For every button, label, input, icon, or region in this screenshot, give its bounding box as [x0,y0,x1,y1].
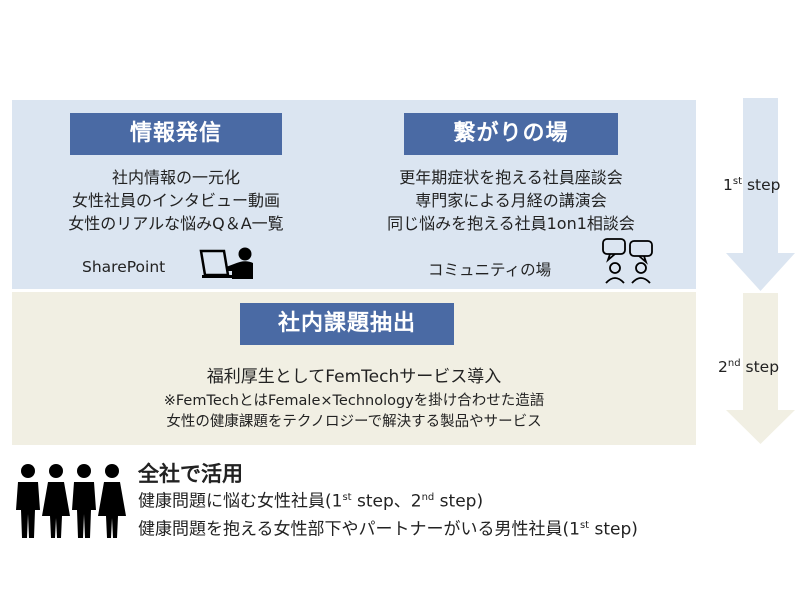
femtech-note: ※FemTechとはFemale×Technologyを掛け合わせた造語 女性の… [12,391,696,433]
step2-word: step [745,358,780,377]
info-line: 社内情報の一元化 [111,168,240,187]
step1-suffix: st [732,176,743,187]
company-wide-lines: 健康問題に悩む女性社員(1st step、2nd step) 健康問題を抱える女… [138,486,638,541]
step2-arrow [726,293,795,444]
step2-arrow-shape [726,293,795,444]
step2-suffix: nd [727,358,741,369]
info-line: 女性社員のインタビュー動画 [71,191,280,210]
line1-part-a: 健康問題に悩む女性社員(1 [138,491,343,512]
company-wide-line: 健康問題に悩む女性社員(1st step、2nd step) [138,486,638,514]
femtech-line-text: 福利厚生としてFemTechサービス導入 [206,367,502,387]
femtech-note-line: ※FemTechとはFemale×Technologyを掛け合わせた造語 [163,393,545,409]
connection-line: 専門家による月経の講演会 [415,191,607,210]
line1-sup1: st [342,492,352,503]
step1-arrow-shape [726,98,795,291]
connection-line: 更年期症状を抱える社員座談会 [399,168,623,187]
info-lines: 社内情報の一元化 女性社員のインタビュー動画 女性のリアルな悩みQ＆A一覧 [20,166,332,235]
info-line: 女性のリアルな悩みQ＆A一覧 [68,214,284,233]
step2-label: 2nd step [718,358,779,376]
step1-arrow [726,98,795,291]
info-title: 情報発信 [70,113,282,155]
step1-label: 1st step [723,176,780,194]
person-at-laptop-icon [199,247,253,279]
employees-group-icon [16,464,126,538]
femtech-note-line: 女性の健康課題をテクノロジーで解決する製品やサービス [166,414,542,430]
connection-title: 繋がりの場 [404,113,618,155]
line1-sup2: nd [421,492,435,503]
line2-sup: st [579,519,590,531]
issues-title: 社内課題抽出 [240,303,454,345]
company-wide-line: 健康問題を抱える女性部下やパートナーがいる男性社員(1st step) [138,514,638,542]
sharepoint-label: SharePoint [82,258,166,276]
people-conversation-icon [602,238,653,284]
line1-part-c: step) [434,491,484,512]
line2-part-b: step) [589,519,638,540]
step2-num: 2 [718,358,728,377]
line2-part-a: 健康問題を抱える女性部下やパートナーがいる男性社員(1 [138,519,580,540]
femtech-line: 福利厚生としてFemTechサービス導入 [12,366,696,389]
connection-lines: 更年期症状を抱える社員座談会 専門家による月経の講演会 同じ悩みを抱える社員1o… [352,166,670,235]
step1-word: step [746,176,781,195]
step1-num: 1 [723,176,733,195]
line1-part-b: step、2 [351,491,422,512]
company-wide-title: 全社で活用 [138,462,243,486]
connection-line: 同じ悩みを抱える社員1on1相談会 [387,214,635,233]
community-label: コミュニティの場 [428,261,552,279]
